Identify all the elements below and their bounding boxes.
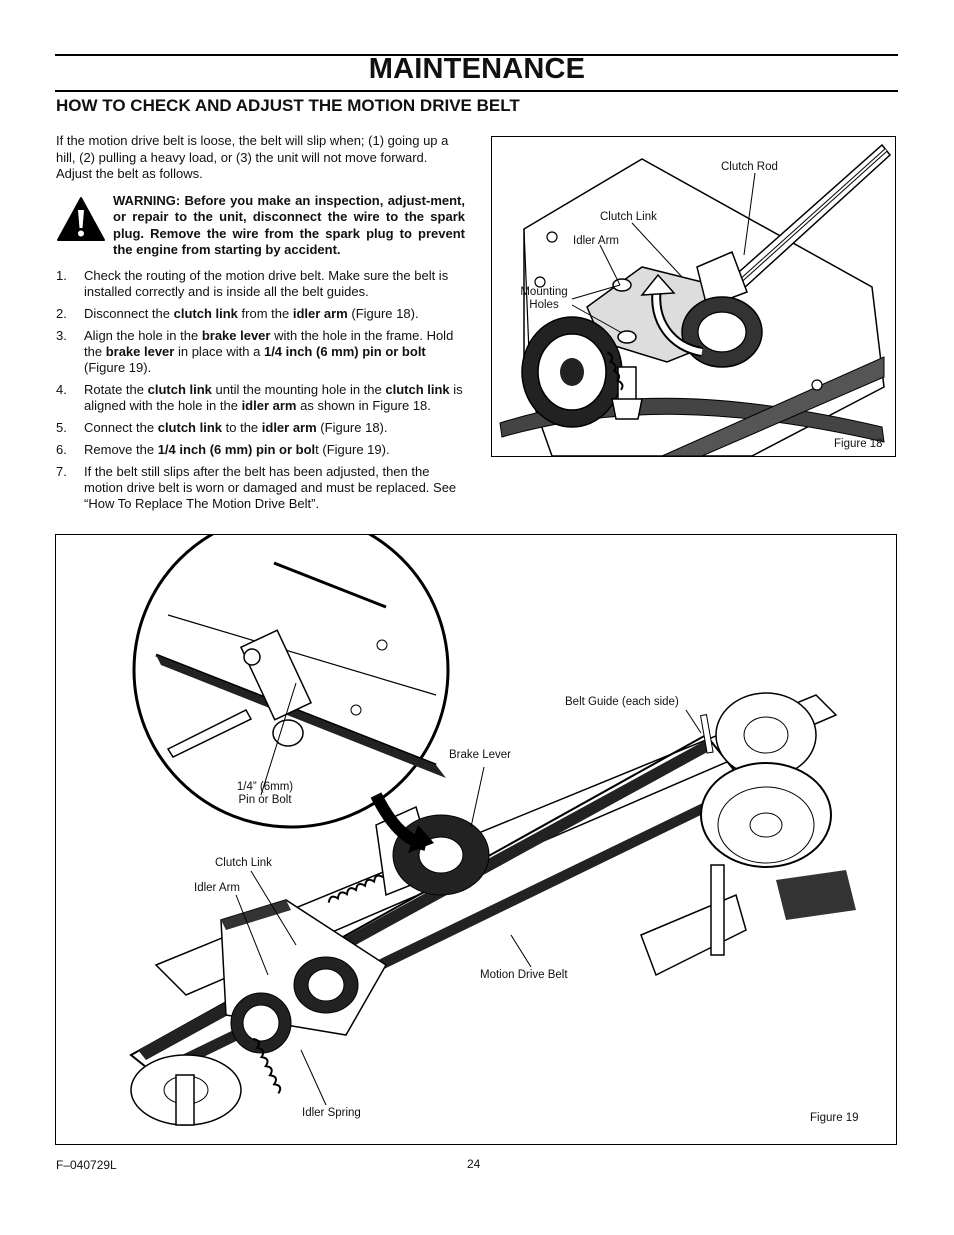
page-number: 24 [467,1157,481,1171]
top-rule [55,54,898,56]
step-text: to the [222,420,262,435]
figure-18-illustration [499,143,892,456]
label-brake-lever: Brake Lever [449,749,512,761]
list-item: 7. If the belt still slips after the bel… [56,464,466,512]
figure-18: Clutch Rod Clutch Link Idler Arm Mountin… [491,136,896,457]
step-text: until the mounting hole in the [211,382,386,397]
step-term: idler arm [261,420,317,435]
step-text: Align the hole in the [84,328,202,343]
title-underline-rule [55,90,898,92]
list-item: 3. Align the hole in the brake lever wit… [56,328,466,376]
step-number: 4. [56,382,67,397]
list-item: 2. Disconnect the clutch link from the i… [56,306,466,322]
warning-text: WARNING: Before you make an inspection, … [113,193,465,258]
step-text: in place with a [174,344,264,359]
label-pin-or-bolt: 1/4” (6mm) Pin or Bolt [222,781,308,807]
label-line: Holes [529,299,559,311]
figure-19-caption: Figure 19 [810,1112,859,1124]
page-title: MAINTENANCE [368,53,586,85]
label-idler-spring: Idler Spring [302,1107,361,1119]
label-motion-drive-belt: Motion Drive Belt [480,969,568,981]
label-clutch-rod: Clutch Rod [721,161,778,173]
label-clutch-link: Clutch Link [600,211,657,223]
document-code: F–040729L [56,1158,117,1172]
step-text: If the belt still slips after the belt h… [84,464,457,511]
intro-paragraph: If the motion drive belt is loose, the b… [56,133,449,181]
figure-19-illustration [129,535,856,1126]
list-item: 6. Remove the 1/4 inch (6 mm) pin or bol… [56,442,466,458]
label-line: Mounting [520,286,568,298]
step-number: 6. [56,442,67,457]
list-item: 1. Check the routing of the motion drive… [56,268,466,300]
step-text: (Figure 18). [316,420,388,435]
step-term: 1/4 inch (6 mm) pin or bol [157,442,316,457]
label-idler-arm: Idler Arm [573,235,620,247]
step-number: 1. [56,268,67,283]
label-belt-guide: Belt Guide (each side) [565,696,679,708]
label-idler-arm: Idler Arm [194,882,241,894]
label-line: 1/4” (6mm) [236,781,294,793]
label-clutch-link: Clutch Link [215,857,272,869]
step-text: t (Figure 19). [315,442,390,457]
step-term: clutch link [147,382,212,397]
warning-triangle-icon [57,197,105,241]
label-mounting-holes: Mounting Holes [516,286,572,312]
step-number: 7. [56,464,67,479]
steps-list: 1. Check the routing of the motion drive… [56,268,466,518]
step-text: from the [237,306,293,321]
list-item: 4. Rotate the clutch link until the moun… [56,382,466,414]
step-text: Disconnect the [84,306,174,321]
step-text: as shown in Figure 18. [296,398,431,413]
step-text: with the hole in the frame. Hold the [84,328,454,359]
step-term: clutch link [385,382,450,397]
step-term: idler arm [241,398,297,413]
step-text: Connect the [84,420,158,435]
figure-19: Belt Guide (each side) Brake Lever 1/4” … [55,534,897,1145]
label-line: Pin or Bolt [238,794,292,806]
step-number: 2. [56,306,67,321]
step-text: (Figure 18). [347,306,419,321]
step-term: brake lever [105,344,175,359]
step-text: (Figure 19). [84,360,152,375]
step-term: idler arm [292,306,348,321]
step-text: is aligned with the hole in the [84,382,463,413]
list-item: 5. Connect the clutch link to the idler … [56,420,466,436]
figure-18-caption: Figure 18 [834,438,883,450]
step-text: Check the routing of the motion drive be… [84,268,449,299]
step-text: Rotate the [84,382,148,397]
step-number: 3. [56,328,67,343]
step-text: Remove the [84,442,158,457]
section-heading: HOW TO CHECK AND ADJUST THE MOTION DRIVE… [56,96,520,115]
step-number: 5. [56,420,67,435]
step-term: 1/4 inch (6 mm) pin or bolt [263,344,426,359]
step-term: clutch link [173,306,238,321]
step-term: clutch link [157,420,223,435]
step-term: brake lever [201,328,271,343]
